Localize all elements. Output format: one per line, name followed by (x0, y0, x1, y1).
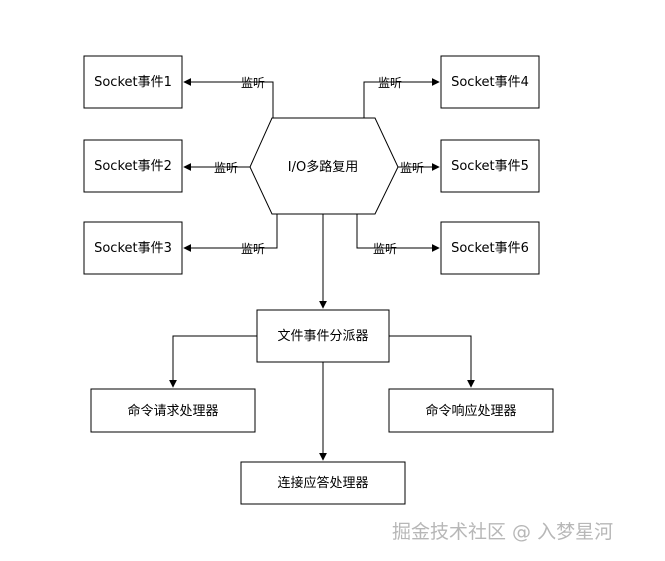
io-multiplexing-node: I/O多路复用 (249, 117, 399, 215)
connect-accept-handler-label: 连接应答处理器 (277, 475, 368, 491)
watermark: 掘金技术社区 @ 入梦星河 (392, 521, 614, 543)
edge-label-socket-6: 监听 (373, 242, 397, 256)
command-reply-handler-node: 命令响应处理器 (388, 388, 554, 433)
socket-event-3-label: Socket事件3 (94, 241, 172, 256)
socket-event-2-label: Socket事件2 (94, 159, 172, 174)
edge-label-socket-1: 监听 (241, 76, 265, 90)
socket-event-6-label: Socket事件6 (451, 241, 529, 256)
edge-label-socket-3: 监听 (241, 242, 265, 256)
edge-to-command-request-handler (169, 335, 257, 388)
edge-to-command-reply-handler (389, 335, 475, 388)
edge-label-socket-4: 监听 (378, 76, 402, 90)
command-reply-handler-label: 命令响应处理器 (425, 403, 516, 419)
dispatcher-label: 文件事件分派器 (277, 329, 368, 344)
socket-event-1-label: Socket事件1 (94, 75, 172, 90)
edge-label-socket-5: 监听 (400, 161, 424, 175)
socket-event-6-node: Socket事件6 (440, 221, 540, 275)
socket-event-5-node: Socket事件5 (440, 139, 540, 193)
socket-event-5-label: Socket事件5 (451, 159, 529, 174)
command-request-handler-node: 命令请求处理器 (90, 388, 256, 433)
socket-event-4-node: Socket事件4 (440, 55, 540, 109)
edge-to-socket-6 (356, 214, 440, 252)
io-multiplexing-label: I/O多路复用 (288, 159, 358, 175)
socket-event-3-node: Socket事件3 (83, 221, 183, 275)
edge-to-socket-4 (363, 78, 440, 118)
command-request-handler-label: 命令请求处理器 (127, 403, 218, 419)
edge-to-socket-3 (183, 214, 278, 252)
socket-event-4-label: Socket事件4 (451, 75, 529, 90)
edge-to-socket-1 (183, 78, 274, 118)
socket-event-2-node: Socket事件2 (83, 139, 183, 193)
dispatcher-node: 文件事件分派器 (256, 309, 390, 363)
socket-event-1-node: Socket事件1 (83, 55, 183, 109)
connect-accept-handler-node: 连接应答处理器 (240, 461, 406, 505)
edge-label-socket-2: 监听 (214, 161, 238, 175)
